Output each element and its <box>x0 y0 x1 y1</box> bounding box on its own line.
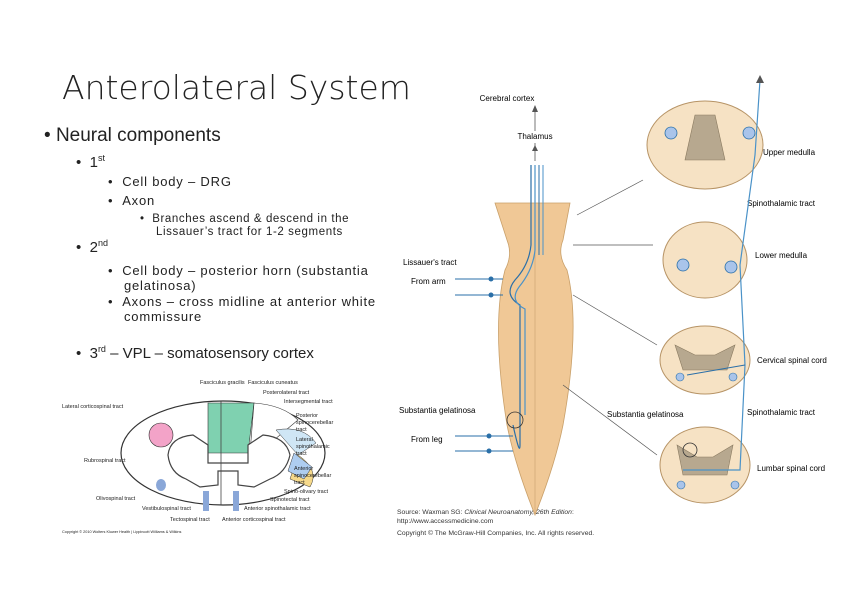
label-posterolateral-tract: Posterolateral tract <box>263 390 310 396</box>
label-spinothalamic-tract-top: Spinothalamic tract <box>747 199 816 208</box>
bullet-dot: • <box>44 125 56 146</box>
label-spino-olivary: Spino-olivary tract <box>284 489 328 495</box>
label-from-leg: From leg <box>411 435 443 444</box>
source-copyright: Copyright © The McGraw-Hill Companies, I… <box>397 529 594 537</box>
spinal-cord-cross-section: Fasciculus gracilis Fasciculus cuneatus … <box>62 380 333 534</box>
label-vestibulospinal: Vestibulospinal tract <box>142 506 191 512</box>
posterior-column-fill <box>207 402 255 454</box>
label-anterior-spinothalamic: Anterior spinothalamic tract <box>244 506 311 512</box>
label-posterior-spinocerebellar-1: Posterior <box>296 413 318 419</box>
bullet-cell-body-drg: • Cell body – DRG <box>108 174 232 189</box>
label-lower-medulla: Lower medulla <box>755 251 808 260</box>
label-cerebral-cortex: Cerebral cortex <box>480 94 535 103</box>
label-intersegmental: Intersegmental tract <box>284 399 333 405</box>
label-lateral-spinothalamic-1: Lateral <box>296 437 313 443</box>
label-cervical-spinal-cord: Cervical spinal cord <box>757 356 827 365</box>
label-thalamus: Thalamus <box>517 132 552 141</box>
svg-text:spinothalamic: spinothalamic <box>296 444 330 450</box>
label-spinothalamic-tract-bottom: Spinothalamic tract <box>747 408 816 417</box>
lower-medulla-section <box>662 221 748 299</box>
lumbar-section <box>659 426 751 504</box>
label-anterior-corticospinal: Anterior corticospinal tract <box>222 517 286 523</box>
label-anterior-spinocerebellar-1: Anterior <box>294 466 313 472</box>
bullet-axons-cross: • Axons – cross midline at anterior whit… <box>108 294 376 324</box>
label-lumbar-spinal-cord: Lumbar spinal cord <box>757 464 825 473</box>
source-citation: Source: Waxman SG: Clinical Neuroanatomy… <box>397 509 574 516</box>
label-from-arm: From arm <box>411 277 446 286</box>
label-substantia-gelatinosa-right: Substantia gelatinosa <box>607 410 684 419</box>
svg-text:tract: tract <box>296 427 307 433</box>
label-fasciculus-gracilis: Fasciculus gracilis <box>200 380 245 386</box>
svg-text:tract: tract <box>296 451 307 457</box>
label-fasciculus-cuneatus: Fasciculus cuneatus <box>248 380 298 386</box>
slide-title: Anterolateral System <box>62 68 411 107</box>
label-substantia-gelatinosa-left: Substantia gelatinosa <box>399 406 476 415</box>
label-lateral-corticospinal: Lateral corticospinal tract <box>62 404 124 410</box>
bullet-branches: • Branches ascend & descend in the Lissa… <box>140 213 350 238</box>
anterolateral-pathway-diagram: Cerebral cortex Thalamus Lissauer's trac… <box>397 75 827 537</box>
lateral-corticospinal-area <box>148 422 174 448</box>
cervical-section <box>659 325 751 395</box>
spinal-cord-column <box>494 202 574 517</box>
label-upper-medulla: Upper medulla <box>763 148 816 157</box>
label-spinotectal: Spinotectal tract <box>270 497 310 503</box>
bullet-neural-components: • Neural components <box>44 125 221 146</box>
upper-medulla-section <box>646 100 764 190</box>
gray-matter <box>167 434 291 488</box>
source-url: http://www.accessmedicine.com <box>397 518 494 525</box>
svg-text:spinocerebellar: spinocerebellar <box>294 473 331 479</box>
bullet-third-order: • 3rd – VPL – somatosensory cortex <box>76 344 314 362</box>
bullet-first-order: • 1st <box>76 153 105 171</box>
bullet-cell-body-posterior-horn: • Cell body – posterior horn (substantia… <box>108 263 369 293</box>
label-olivospinal: Olivospinal tract <box>96 496 136 502</box>
label-rubrospinal: Rubrospinal tract <box>84 458 126 464</box>
bullet-second-order: • 2nd <box>76 238 108 256</box>
label-lissauers-tract: Lissauer's tract <box>403 258 457 267</box>
bullet-axon: • Axon <box>108 193 156 208</box>
svg-text:tract: tract <box>294 480 305 486</box>
cross-section-copyright: Copyright © 2010 Wolters Kluwer Health |… <box>62 530 181 534</box>
svg-text:spinocerebellar: spinocerebellar <box>296 420 333 426</box>
label-tectospinal: Tectospinal tract <box>170 517 210 523</box>
